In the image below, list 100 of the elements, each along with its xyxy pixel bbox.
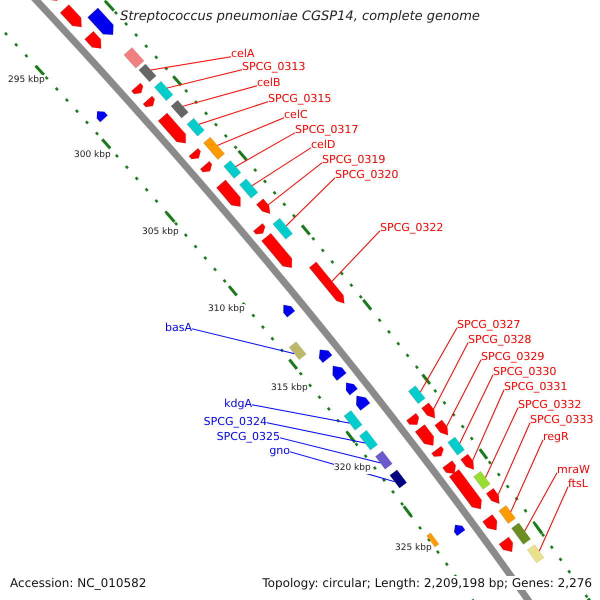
leader-line bbox=[433, 342, 468, 410]
leader-line bbox=[446, 359, 482, 427]
gene-block bbox=[442, 460, 456, 474]
leader-line bbox=[198, 101, 268, 125]
leader-line bbox=[182, 85, 258, 107]
gene-block bbox=[482, 514, 498, 530]
leader-line bbox=[252, 147, 312, 186]
gene-block bbox=[256, 198, 270, 214]
gene-block bbox=[87, 8, 114, 36]
gene-label: SPCG_0329 bbox=[481, 350, 544, 363]
gene-block bbox=[216, 180, 241, 207]
gene-block bbox=[318, 349, 332, 364]
leader-line bbox=[510, 439, 544, 512]
gene-block bbox=[223, 160, 242, 179]
gene-block bbox=[288, 341, 306, 360]
leader-line bbox=[459, 374, 494, 444]
gene-block bbox=[408, 385, 426, 404]
leader-line bbox=[498, 422, 530, 496]
gene-block bbox=[170, 100, 189, 118]
gene-block bbox=[346, 382, 358, 396]
gene-block bbox=[253, 223, 266, 234]
gene-label: SPCG_0319 bbox=[322, 153, 386, 166]
scale-label: 305 kbp bbox=[142, 227, 179, 238]
leader-line bbox=[268, 162, 322, 206]
gene-block bbox=[359, 430, 378, 450]
leader-line bbox=[266, 422, 366, 444]
gene-label: SPCG_0322 bbox=[380, 221, 444, 234]
gene-block bbox=[272, 218, 293, 240]
gene-label: basA bbox=[165, 321, 192, 334]
gene-label: SPCG_0317 bbox=[295, 123, 358, 136]
leader-line bbox=[538, 486, 568, 552]
leader-line bbox=[524, 472, 558, 532]
gene-block bbox=[421, 402, 436, 418]
gene-block bbox=[448, 469, 482, 510]
gene-block bbox=[283, 304, 296, 318]
gene-block bbox=[142, 96, 155, 108]
gene-block bbox=[390, 470, 407, 488]
scale-label: 300 kbp bbox=[74, 150, 111, 161]
gene-block bbox=[332, 366, 347, 381]
gene-block bbox=[131, 82, 144, 94]
gene-block bbox=[486, 488, 500, 504]
gene-block bbox=[414, 424, 434, 446]
gene-label: celC bbox=[284, 108, 308, 121]
scale-label: 320 kbp bbox=[334, 463, 371, 474]
gene-label: mraW bbox=[557, 463, 590, 476]
gene-block bbox=[154, 81, 174, 102]
footer-text: Topology: circular; Length: 2,209,198 bp; Genes: 2,276 bbox=[262, 576, 592, 590]
gene-label: regR bbox=[543, 430, 569, 443]
gene-block bbox=[431, 446, 444, 457]
gene-label: SPCG_0332 bbox=[518, 398, 582, 411]
gene-label: SPCG_0330 bbox=[493, 365, 556, 378]
gene-label: SPCG_0331 bbox=[504, 380, 568, 393]
gene-block bbox=[60, 4, 82, 28]
gene-label: SPCG_0315 bbox=[268, 92, 332, 105]
leader-line bbox=[280, 437, 381, 464]
scale-label: 310 kbp bbox=[208, 304, 245, 315]
gene-block bbox=[375, 450, 393, 470]
gene-block bbox=[344, 410, 362, 430]
gene-block bbox=[188, 148, 201, 160]
gene-block bbox=[239, 178, 258, 199]
gene-label: celD bbox=[311, 138, 336, 151]
gene-label: SPCG_0313 bbox=[242, 60, 306, 73]
leader-line bbox=[252, 404, 350, 424]
gene-label: gno bbox=[269, 444, 290, 457]
footer-text: Accession: NC_010582 bbox=[10, 576, 146, 590]
gene-block bbox=[498, 505, 516, 524]
gene-label: ftsL bbox=[568, 477, 588, 490]
leader-line bbox=[235, 132, 296, 168]
gene-block bbox=[454, 524, 466, 536]
leader-line bbox=[332, 230, 380, 282]
leader-line bbox=[286, 177, 336, 226]
gene-label: kdgA bbox=[224, 397, 252, 410]
gene-label: SPCG_0324 bbox=[204, 415, 267, 428]
leader-line bbox=[420, 327, 458, 392]
leader-line bbox=[150, 56, 232, 70]
gene-label: SPCG_0327 bbox=[457, 318, 520, 331]
gene-block bbox=[498, 536, 514, 552]
gene-label: SPCG_0325 bbox=[216, 430, 280, 443]
gene-block bbox=[138, 64, 156, 82]
gene-block bbox=[356, 396, 370, 411]
gene-block bbox=[308, 262, 345, 304]
gene-label: SPCG_0320 bbox=[335, 168, 398, 181]
gene-block bbox=[460, 454, 474, 470]
gene-block bbox=[406, 412, 420, 426]
gene-block bbox=[203, 136, 225, 160]
leader-line bbox=[484, 407, 518, 478]
gene-label: celB bbox=[257, 76, 280, 89]
gene-label: SPCG_0333 bbox=[530, 413, 594, 426]
leader-line bbox=[166, 69, 242, 89]
leader-line bbox=[192, 328, 295, 354]
gene-block bbox=[434, 420, 448, 436]
scale-label: 295 kbp bbox=[8, 75, 45, 86]
gene-block bbox=[84, 30, 102, 49]
gene-block bbox=[158, 112, 186, 144]
gene-block bbox=[447, 436, 465, 456]
gene-block bbox=[527, 544, 544, 564]
gene-block bbox=[124, 47, 144, 69]
title: Streptococcus pneumoniae CGSP14, complete genome bbox=[120, 9, 480, 24]
gene-block bbox=[200, 160, 212, 172]
leader-line bbox=[216, 117, 284, 146]
